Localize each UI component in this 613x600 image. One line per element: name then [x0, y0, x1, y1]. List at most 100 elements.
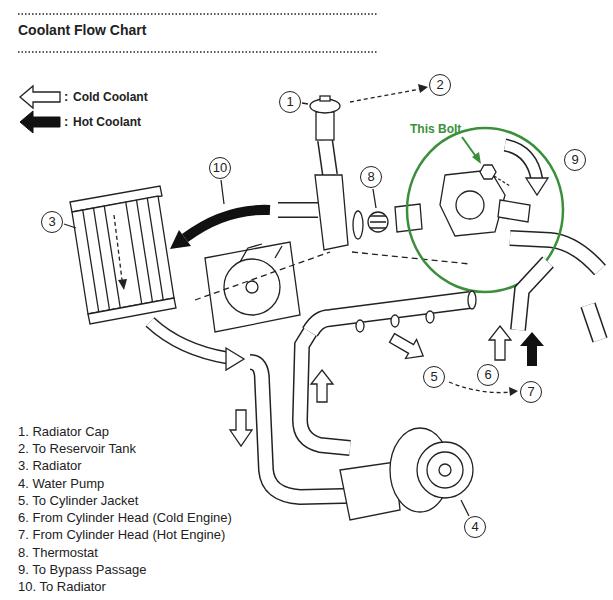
hose	[325, 140, 330, 175]
cold-flow-arrow	[505, 145, 537, 180]
callout-number: 3	[41, 211, 63, 233]
dashed-line	[195, 252, 330, 300]
parts-list-item: 7. From Cylinder Head (Hot Engine)	[18, 527, 225, 543]
hose	[518, 262, 548, 330]
legend-text: Hot Coolant	[73, 114, 141, 130]
cold-flow-arrow	[387, 328, 429, 365]
annotation-text: This Bolt	[410, 121, 461, 137]
manifold-end	[468, 291, 476, 309]
impeller	[427, 452, 463, 488]
arrow-head	[472, 152, 481, 164]
legend-text: Cold Coolant	[73, 89, 148, 105]
arrow-head	[118, 279, 127, 290]
water-pump	[417, 442, 473, 498]
callout-number: 5	[423, 366, 445, 388]
parts-list-item: 3. Radiator	[18, 458, 82, 474]
hose	[300, 332, 350, 448]
cold-flow-arrow	[489, 326, 511, 360]
hose	[510, 238, 600, 270]
parts-list-item: 6. From Cylinder Head (Cold Engine)	[18, 510, 232, 526]
cold-flow-arrow	[150, 322, 228, 358]
bolt	[480, 165, 496, 179]
dashed-arrow	[350, 89, 420, 102]
callout-number: 1	[279, 91, 301, 113]
cap-tab	[320, 96, 330, 101]
fan	[224, 259, 280, 315]
housing-port	[456, 191, 484, 219]
manifold	[310, 300, 470, 332]
leader-line	[302, 103, 308, 104]
parts-list-item: 4. Water Pump	[18, 476, 104, 492]
bypass-housing	[440, 170, 505, 236]
callout-number: 4	[464, 516, 486, 538]
legend-colon: :	[64, 89, 68, 105]
dashed-line	[352, 252, 470, 264]
callout-number: 7	[520, 381, 542, 403]
arrow-head	[509, 387, 518, 396]
leader-line	[373, 189, 376, 208]
parts-list-item: 1. Radiator Cap	[18, 424, 109, 440]
fan-shroud	[205, 242, 300, 332]
thermostat-housing	[315, 175, 348, 250]
fan-wire	[275, 246, 282, 258]
hot-flow-arrow	[185, 210, 270, 238]
pointer-arrow	[462, 137, 477, 158]
cold-flow-arrow	[230, 410, 252, 446]
fan-hub	[246, 281, 258, 293]
dotted-rule	[18, 51, 378, 53]
radiator-core	[72, 196, 174, 314]
housing-outlet	[498, 200, 530, 222]
arrow-head	[170, 230, 191, 249]
hot-arrow-sample	[20, 111, 60, 133]
fan-wire	[240, 244, 262, 262]
dotted-rule	[18, 13, 378, 15]
leader-line	[461, 500, 469, 516]
cold-flow-arrow	[505, 145, 537, 180]
cold-flow-arrow	[311, 370, 333, 402]
callout-number: 8	[360, 166, 382, 188]
callout-number: 2	[429, 74, 451, 96]
hose	[588, 305, 600, 340]
arrow-head	[526, 178, 548, 195]
flow-dash	[114, 215, 122, 280]
legend-colon: :	[64, 114, 68, 130]
radiator-tank	[88, 298, 176, 324]
parts-list-item: 2. To Reservoir Tank	[18, 441, 136, 457]
manifold-port	[426, 311, 434, 323]
arrow-head	[418, 84, 428, 93]
gasket	[353, 211, 363, 239]
hose	[518, 262, 548, 330]
radiator-fin	[147, 198, 163, 300]
cold-flow-arrow	[387, 328, 429, 365]
hose	[510, 238, 600, 270]
hose	[325, 140, 330, 175]
manifold	[310, 300, 470, 332]
manifold-port	[391, 315, 399, 327]
hose	[278, 204, 318, 217]
cold-arrow-sample	[20, 86, 60, 108]
thermostat	[368, 212, 388, 232]
bolt-axis	[494, 176, 510, 186]
arrow-head	[226, 348, 244, 370]
parts-list-item: 5. To Cylinder Jacket	[18, 493, 138, 509]
radiator-fin	[104, 206, 120, 308]
callout-number: 9	[564, 149, 586, 171]
hose	[588, 305, 600, 340]
callout-number: 6	[477, 364, 499, 386]
filler-neck	[316, 112, 334, 140]
manifold-port	[356, 320, 364, 332]
callout-number: 10	[209, 157, 231, 179]
hose	[278, 202, 318, 218]
parts-list-item: 8. Thermostat	[18, 545, 98, 561]
parts-list-item: 10. To Radiator	[18, 579, 106, 595]
leader-line	[64, 224, 76, 228]
hot-flow-arrow	[520, 332, 544, 366]
cold-flow-arrow	[150, 322, 228, 358]
parts-list-item: 9. To Bypass Passage	[18, 562, 146, 578]
pump-shaft	[439, 464, 451, 476]
thermostat-spring	[370, 216, 386, 228]
hose	[300, 332, 350, 448]
leader-line	[221, 180, 224, 204]
chart-title: Coolant Flow Chart	[18, 22, 146, 38]
